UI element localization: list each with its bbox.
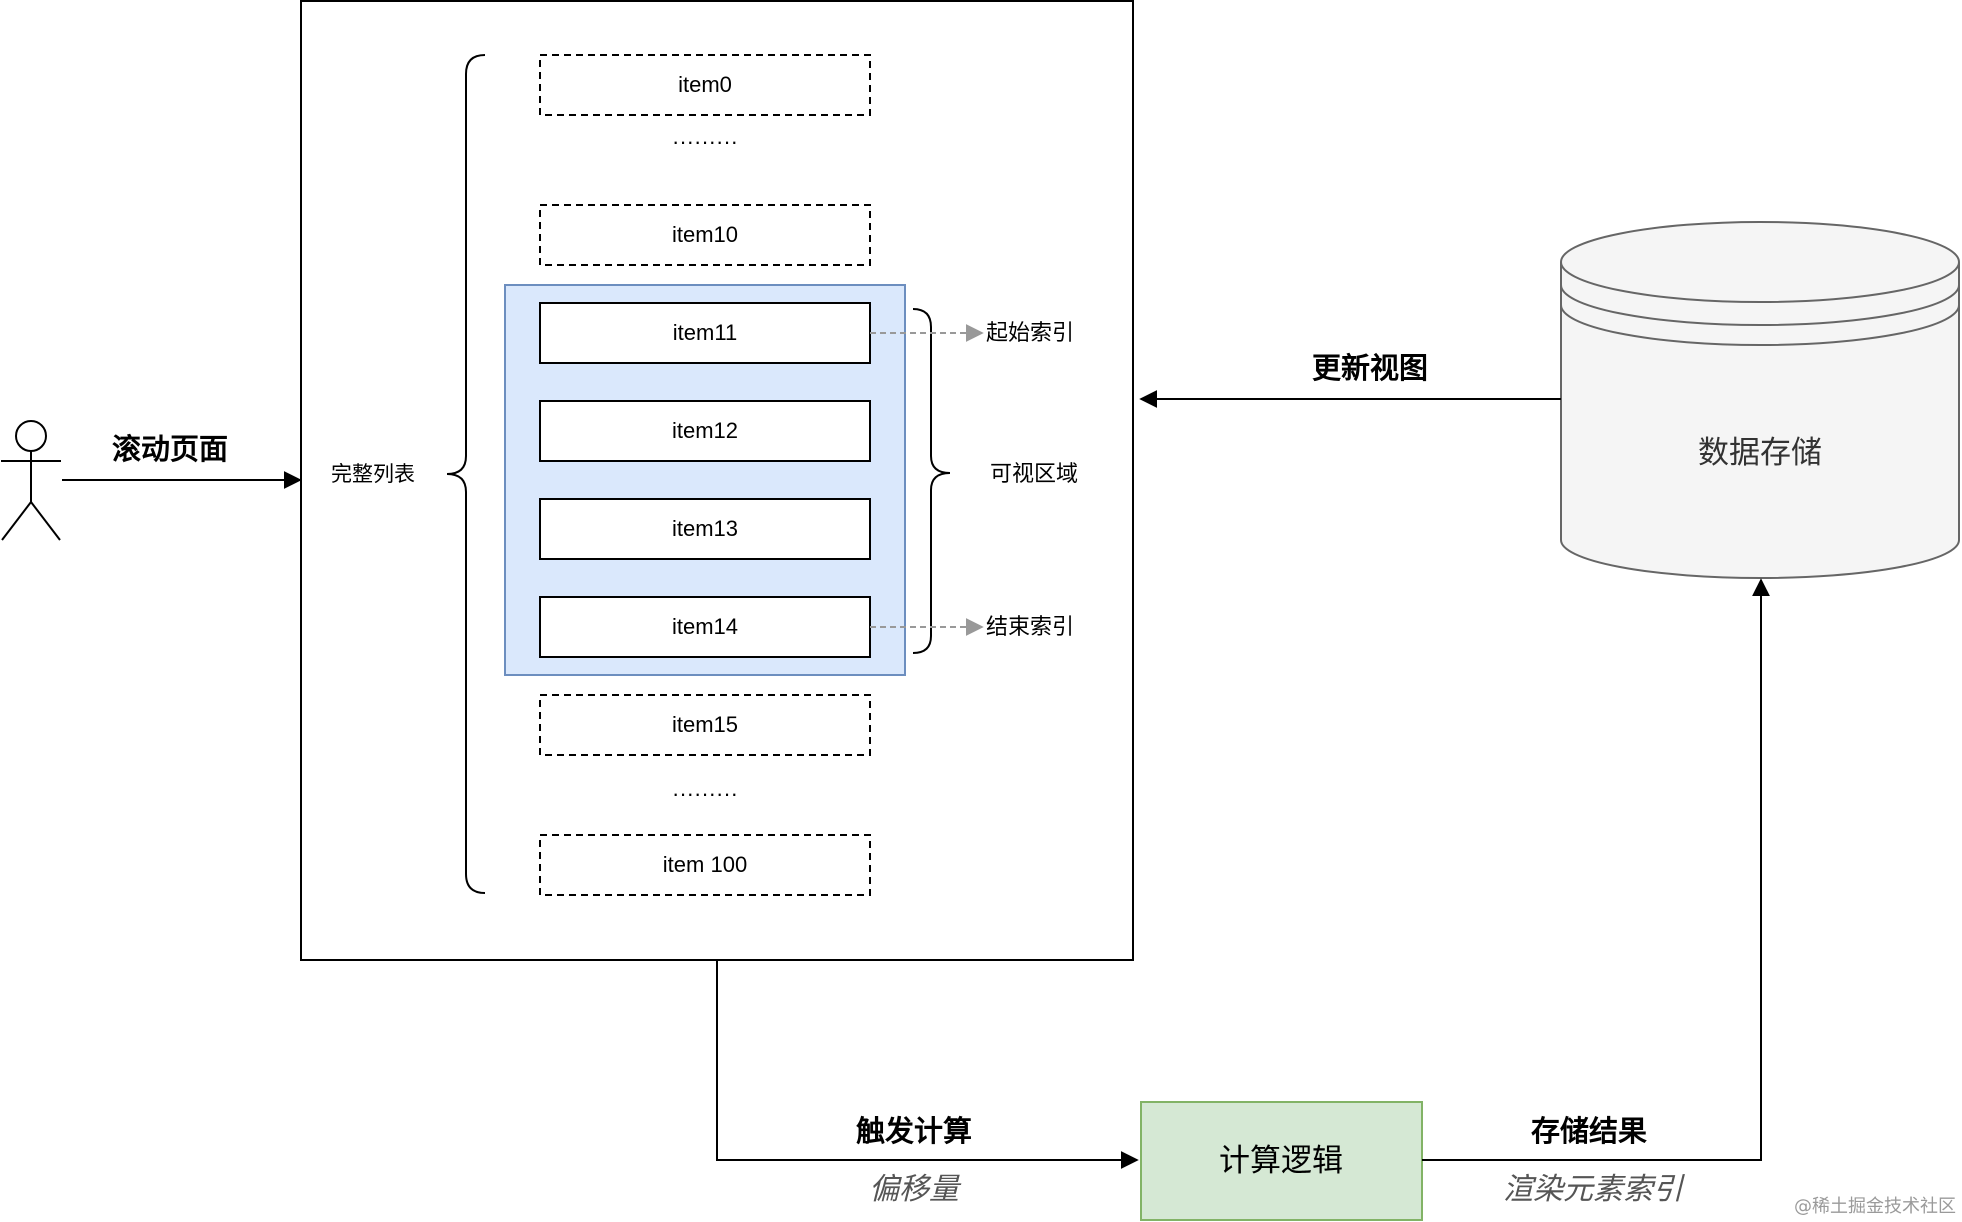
ellipsis-bottom: ········· bbox=[672, 781, 738, 806]
trigger-compute-label: 触发计算 bbox=[856, 1114, 972, 1148]
store-result-arrow bbox=[1422, 578, 1770, 1161]
list-item-100 bbox=[539, 834, 871, 896]
update-view-label: 更新视图 bbox=[1312, 351, 1428, 385]
list-item-11 bbox=[539, 302, 871, 364]
visible-area-label: 可视区域 bbox=[990, 462, 1078, 487]
list-item-13 bbox=[539, 498, 871, 560]
list-item-15-label: item15 bbox=[672, 712, 738, 737]
compute-logic-box bbox=[1140, 1101, 1423, 1221]
list-item-14 bbox=[539, 596, 871, 658]
ellipsis-top: ········· bbox=[672, 129, 738, 154]
full-list-label: 完整列表 bbox=[331, 462, 415, 486]
compute-logic-label: 计算逻辑 bbox=[1219, 1143, 1343, 1179]
end-index-label: 结束索引 bbox=[986, 615, 1074, 640]
offset-label: 偏移量 bbox=[869, 1172, 962, 1207]
list-item-15 bbox=[539, 694, 871, 756]
render-index-label: 渲染元素索引 bbox=[1503, 1172, 1685, 1207]
list-item-0-label: item0 bbox=[678, 72, 732, 97]
list-item-11-label: item11 bbox=[673, 320, 737, 345]
list-item-10 bbox=[539, 204, 871, 266]
visible-area-brace bbox=[912, 308, 951, 654]
list-item-100-label: item 100 bbox=[663, 852, 747, 877]
start-index-label: 起始索引 bbox=[986, 321, 1074, 346]
list-item-13-label: item13 bbox=[672, 516, 738, 541]
full-list-brace bbox=[446, 54, 486, 894]
list-item-12 bbox=[539, 400, 871, 462]
database-icon bbox=[1560, 221, 1960, 579]
list-item-14-label: item14 bbox=[672, 614, 738, 639]
data-storage-label: 数据存储 bbox=[1698, 435, 1822, 471]
scroll-page-label: 滚动页面 bbox=[112, 432, 228, 466]
watermark: @稀土掘金技术社区 bbox=[1794, 1196, 1956, 1217]
store-result-label: 存储结果 bbox=[1531, 1114, 1647, 1148]
trigger-compute-arrow bbox=[716, 960, 1139, 1169]
list-item-12-label: item12 bbox=[672, 418, 738, 443]
list-item-0 bbox=[539, 54, 871, 116]
stick-figure-icon bbox=[1, 420, 61, 541]
list-item-10-label: item10 bbox=[672, 222, 738, 247]
